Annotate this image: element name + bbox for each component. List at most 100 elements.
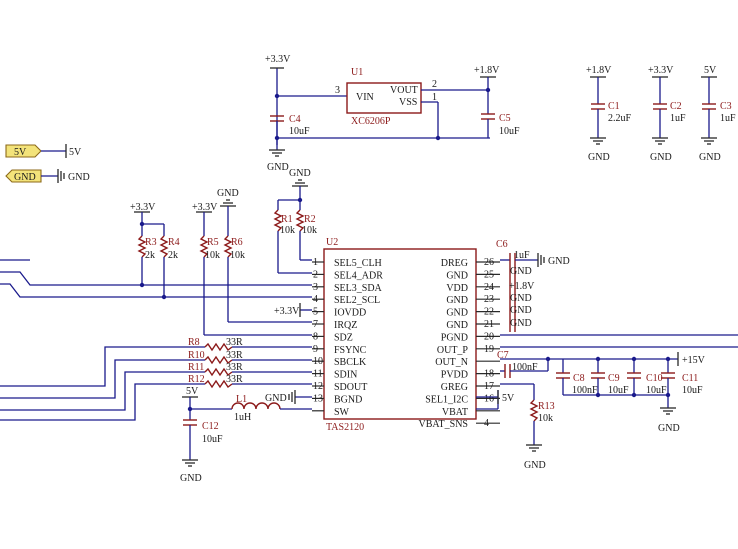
r2-value: 10k (302, 225, 317, 236)
r11-value: 33R (226, 362, 243, 373)
u2-left-pin-num: 11 (313, 369, 323, 380)
net-label-v33-u1: +3.3V (265, 54, 291, 65)
u2-ref: U2 (326, 237, 338, 248)
u1-regulator-section: +3.3V C4 10uF GND U1 XC6206P VIN VOUT VS… (265, 54, 520, 173)
decoupling-caps-section: +1.8V C1 2.2uF GND +3.3V C2 1uF GND 5V C… (586, 65, 736, 163)
r13-value: 10k (538, 413, 553, 424)
r10-value: 33R (226, 350, 243, 361)
port-gnd-net: GND (68, 172, 90, 183)
c3-value: 1uF (720, 113, 736, 124)
c11-value: 10uF (682, 385, 703, 396)
u2-right-pin-name: GND (446, 320, 468, 331)
c9-value: 10uF (608, 385, 629, 396)
c12-ref: C12 (202, 421, 219, 432)
u2-right-pin-num: 21 (484, 319, 494, 330)
u2-left-pin-name: SEL5_CLH (334, 258, 382, 269)
gnd-label-c3: GND (699, 152, 721, 163)
u2-left-pin-num: 9 (313, 344, 318, 355)
net-label-5v-l1: 5V (186, 386, 199, 397)
u1-part: XC6206P (351, 116, 391, 127)
u2-left-pin-num: 13 (313, 393, 323, 404)
c6-value: 1uF (514, 250, 530, 261)
c11-ref: C11 (682, 373, 698, 384)
u2-right-pin-name: VBAT_SNS (419, 419, 468, 430)
u2-left-pin-name: IRQZ (334, 320, 357, 331)
u2-left-pin-num: 5 (313, 307, 318, 318)
net-label-v18-vdd: +1.8V (509, 281, 535, 292)
u2-body (323, 248, 477, 420)
c12-value: 10uF (202, 434, 223, 445)
l1-value: 1uH (234, 412, 251, 423)
r4-value: 2k (168, 250, 178, 261)
port-5v-net: 5V (69, 147, 82, 158)
u2-right-pin-name: DREG (441, 258, 468, 269)
u2-right-pin-num: 24 (484, 282, 494, 293)
c8-ref: C8 (573, 373, 585, 384)
port-5v-flag (5, 144, 42, 158)
u2-left-pin-num: 3 (313, 282, 318, 293)
u1-pin3-num: 3 (335, 85, 340, 96)
u2-right-pin-num: 26 (484, 257, 494, 268)
c10-value: 10uF (646, 385, 667, 396)
c2-ref: C2 (670, 101, 682, 112)
c1-ref: C1 (608, 101, 620, 112)
u2-right-pin-num: 23 (484, 294, 494, 305)
c1-value: 2.2uF (608, 113, 632, 124)
net-label-v18-c1: +1.8V (586, 65, 612, 76)
u2-right-pin-num: 22 (484, 307, 494, 318)
u2-left-pin-num: 8 (313, 331, 318, 342)
power-ports: 5V 5V GND GND (5, 144, 90, 183)
gnd-label-c2: GND (650, 152, 672, 163)
c8-value: 100nF (572, 385, 598, 396)
gnd-label-p23: GND (510, 293, 532, 304)
net-label-v18-u1: +1.8V (474, 65, 500, 76)
r6-value: 10k (230, 250, 245, 261)
u2-right-pin-name: SEL1_I2C (425, 394, 468, 405)
gnd-label-p22: GND (510, 305, 532, 316)
net-label-v33-c2: +3.3V (648, 65, 674, 76)
u2-left-pin-name: SBCLK (334, 357, 367, 368)
u2-right-pin-num: 16 (484, 393, 494, 404)
u2-right-pin-name: VDD (446, 283, 468, 294)
l1-ref: L1 (236, 394, 247, 405)
u2-right-pin-name: OUT_N (435, 357, 468, 368)
gnd-label-c1: GND (588, 152, 610, 163)
r5-value: 10k (205, 250, 220, 261)
u2-right-pin-num: 19 (484, 344, 494, 355)
u2-right-pin-num: 25 (484, 269, 494, 280)
r1-ref: R1 (281, 214, 293, 225)
i2s-series-resistors: R8 33R R10 33R R11 33R R12 33R (0, 337, 312, 421)
gnd-label-c4: GND (267, 162, 289, 173)
net-label-v33-r5: +3.3V (192, 202, 218, 213)
u1-body (346, 82, 422, 114)
u2-right-circuitry: C6 1uF GND GND +1.8V GND GND GND +15V C7… (476, 239, 738, 471)
u1-pin-vout: VOUT (390, 85, 418, 96)
u2-ic: U2 TAS2120 SEL5_CLH1SEL4_ADR2SEL3_SDA3SE… (312, 237, 500, 433)
u2-left-pin-name: FSYNC (334, 345, 367, 356)
u2-left-pin-name: SEL2_SCL (334, 295, 380, 306)
u1-pin-vin: VIN (356, 92, 374, 103)
u2-left-pin-name: SEL4_ADR (334, 270, 383, 281)
r11-ref: R11 (188, 362, 204, 373)
r13-ref: R13 (538, 401, 555, 412)
r3-value: 2k (145, 250, 155, 261)
c5-ref: C5 (499, 113, 511, 124)
r1-value: 10k (280, 225, 295, 236)
u1-pin-vss: VSS (399, 97, 417, 108)
gnd-label-r1r2: GND (289, 168, 311, 179)
u1-pin2-num: 2 (432, 79, 437, 90)
ground-symbol-c4 (269, 149, 285, 157)
pullup-resistors: GND R1 10k R2 10k +3.3V R3 2k R4 2k (0, 168, 317, 336)
c3-ref: C3 (720, 101, 732, 112)
u2-right-pin-num: 17 (484, 381, 494, 392)
u2-right-pin-name: GND (446, 308, 468, 319)
c10-ref: C10 (646, 373, 663, 384)
r12-ref: R12 (188, 374, 205, 385)
u2-left-pins: SEL5_CLH1SEL4_ADR2SEL3_SDA3SEL2_SCL4IOVD… (312, 257, 383, 418)
net-label-v33-r3r4: +3.3V (130, 202, 156, 213)
net-label-5v-c3: 5V (704, 65, 717, 76)
c2-value: 1uF (670, 113, 686, 124)
c7-ref: C7 (497, 350, 509, 361)
